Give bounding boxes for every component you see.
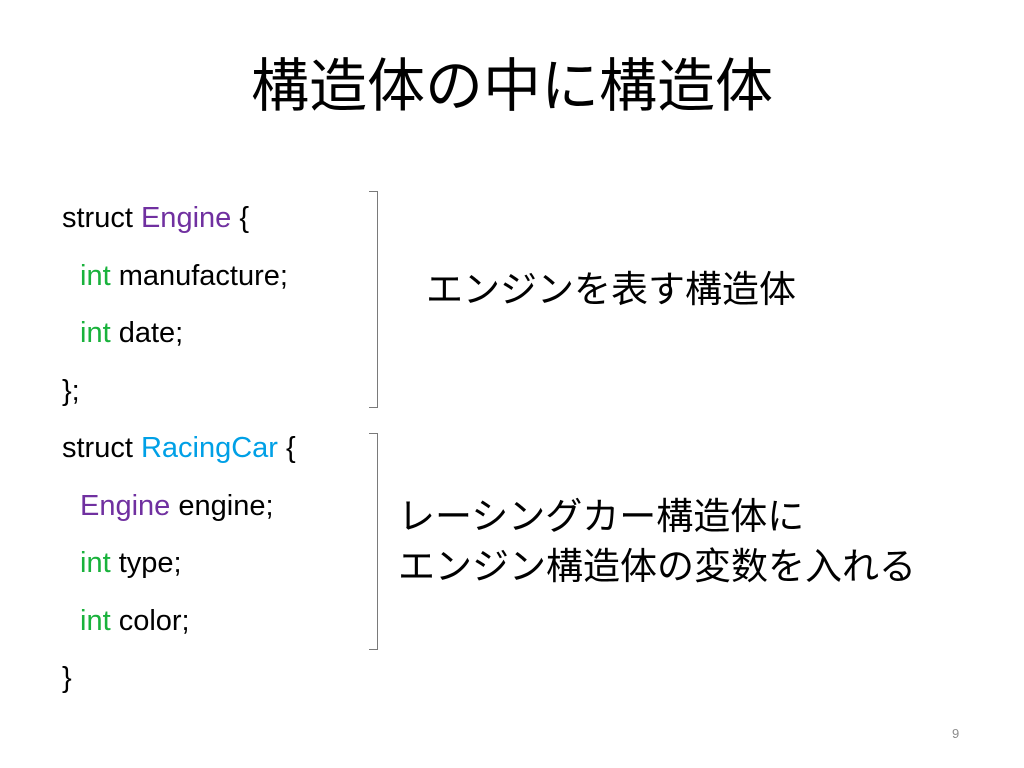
int-type-keyword: int — [80, 547, 111, 579]
racingcar-struct-annotation: レーシングカー構造体に エンジン構造体の変数を入れる — [398, 492, 916, 592]
code-line-racingcar-struct-close: } — [62, 662, 72, 694]
code-line-manufacture-field: int manufacture; — [62, 248, 372, 306]
type-field-name: type; — [110, 547, 182, 579]
slide-title: 構造体の中に構造体 — [250, 54, 773, 119]
code-block: struct Engine { int manufacture; int dat… — [62, 190, 372, 708]
code-line-engine-struct-close: }; — [62, 374, 80, 407]
engine-field-name: engine; — [170, 489, 274, 522]
int-type-keyword: int — [80, 604, 111, 637]
code-line-engine-struct-open: struct Engine { — [62, 190, 372, 248]
open-brace: { — [277, 432, 296, 464]
racingcar-struct-bracket — [369, 433, 378, 650]
manufacture-field-name: manufacture; — [110, 259, 288, 292]
engine-note-text: エンジンを表す構造体 — [426, 269, 796, 310]
engine-struct-annotation: エンジンを表す構造体 — [426, 265, 796, 315]
struct-keyword: struct — [62, 432, 141, 464]
date-field-name: date; — [110, 317, 184, 349]
code-line-type-field: int type; — [62, 535, 372, 593]
code-line-color-field: int color; — [62, 593, 372, 651]
engine-type-keyword: Engine — [80, 489, 171, 522]
open-brace: { — [231, 202, 250, 234]
color-field-name: color; — [110, 604, 190, 637]
struct-keyword: struct — [62, 202, 141, 234]
int-type-keyword: int — [80, 317, 111, 349]
racingcar-note-line2: エンジン構造体の変数を入れる — [398, 546, 916, 587]
engine-struct-bracket — [369, 191, 378, 408]
code-line-engine-field: Engine engine; — [62, 478, 372, 536]
engine-struct-name: Engine — [140, 202, 232, 234]
racingcar-struct-name: RacingCar — [140, 432, 278, 464]
page-number: 9 — [952, 726, 960, 741]
racingcar-note-line1: レーシングカー構造体に — [398, 496, 805, 537]
int-type-keyword: int — [80, 259, 111, 292]
code-line-date-field: int date; — [62, 305, 372, 363]
code-line-racingcar-struct-open: struct RacingCar { — [62, 420, 372, 478]
